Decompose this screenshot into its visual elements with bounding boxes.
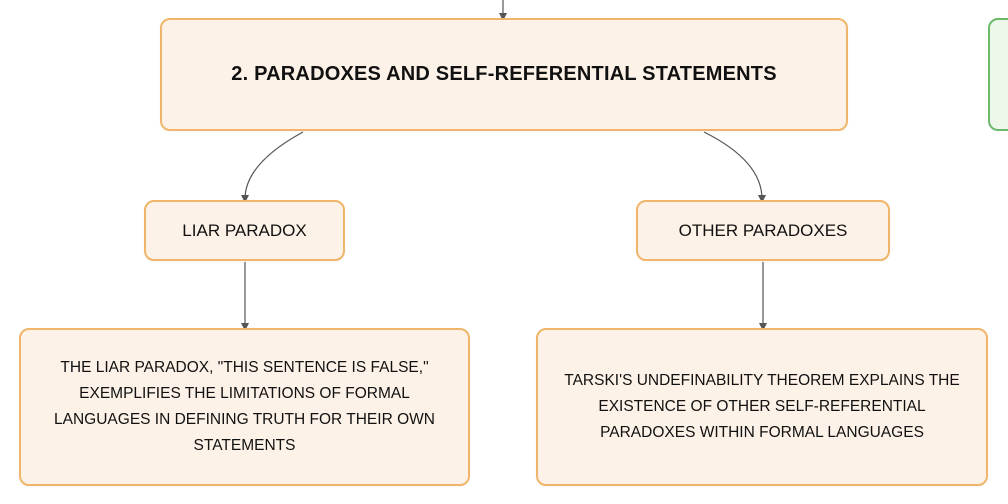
liar-paradox-detail-node[interactable]: THE LIAR PARADOX, "THIS SENTENCE IS FALS…: [19, 328, 470, 486]
liar-paradox-detail-text: THE LIAR PARADOX, "THIS SENTENCE IS FALS…: [54, 359, 435, 454]
liar-paradox-label: LIAR PARADOX: [182, 220, 307, 240]
connector-main-to-liar: [241, 131, 304, 203]
other-paradoxes-detail-text: TARSKI'S UNDEFINABILITY THEOREM EXPLAINS…: [564, 372, 960, 441]
liar-paradox-node[interactable]: LIAR PARADOX: [144, 200, 345, 261]
other-paradoxes-label: OTHER PARADOXES: [678, 220, 848, 240]
main-topic-node[interactable]: 2. PARADOXES AND SELF-REFERENTIAL STATEM…: [160, 18, 848, 131]
adjacent-topic-node[interactable]: [988, 18, 1008, 131]
other-paradoxes-node[interactable]: OTHER PARADOXES: [636, 200, 890, 261]
other-paradoxes-detail-node[interactable]: TARSKI'S UNDEFINABILITY THEOREM EXPLAINS…: [536, 328, 988, 486]
connector-main-to-other: [703, 131, 766, 203]
main-topic-label: 2. PARADOXES AND SELF-REFERENTIAL STATEM…: [231, 63, 777, 85]
